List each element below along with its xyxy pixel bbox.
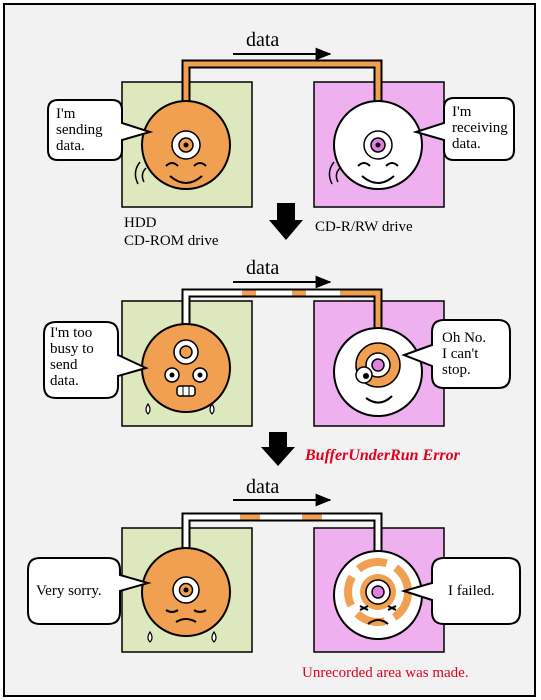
- cable-3-empty: [183, 514, 381, 572]
- sender-disc-3: [141, 547, 231, 643]
- receiver-disc-3: [333, 550, 423, 640]
- receiver-disc-2: [333, 327, 423, 417]
- sender-bubble-2: [43, 321, 149, 399]
- receiver-disc-1: [328, 100, 423, 190]
- sender-drive-label-hdd: HDD: [124, 215, 157, 231]
- scene-3: [27, 493, 521, 653]
- receiver-drive-label: CD-R/RW drive: [315, 219, 413, 235]
- down-arrow-2: [261, 432, 295, 466]
- sender-bubble-1-text: I'm sending data.: [56, 106, 103, 154]
- sender-bubble-3-text: Very sorry.: [36, 583, 102, 599]
- receiver-bubble-3-text: I failed.: [448, 583, 495, 599]
- data-label-2: data: [246, 257, 280, 279]
- receiver-bubble-1: [412, 97, 515, 161]
- sender-bubble-1: [47, 99, 154, 161]
- buffer-underrun-error-label: BufferUnderRun Error: [305, 447, 460, 464]
- scene-1: [47, 47, 515, 208]
- receiver-bubble-2-text: Oh No. I can't stop.: [442, 330, 487, 378]
- receiver-bubble-2: [401, 319, 511, 389]
- sender-disc-1: [134, 100, 231, 190]
- unrecorded-area-note: Unrecorded area was made.: [302, 665, 469, 681]
- scene-2: [43, 275, 511, 427]
- sender-bubble-3: [27, 557, 152, 625]
- sender-disc-2: [141, 323, 231, 415]
- data-label-3: data: [246, 476, 280, 498]
- data-label-1: data: [246, 29, 280, 51]
- down-arrow-1: [269, 203, 303, 240]
- sender-bubble-2-text: I'm too busy to send data.: [50, 325, 94, 389]
- sender-drive-label-cdrom: CD-ROM drive: [124, 233, 219, 249]
- receiver-bubble-3: [400, 557, 521, 625]
- receiver-bubble-1-text: I'm receiving data.: [452, 104, 508, 152]
